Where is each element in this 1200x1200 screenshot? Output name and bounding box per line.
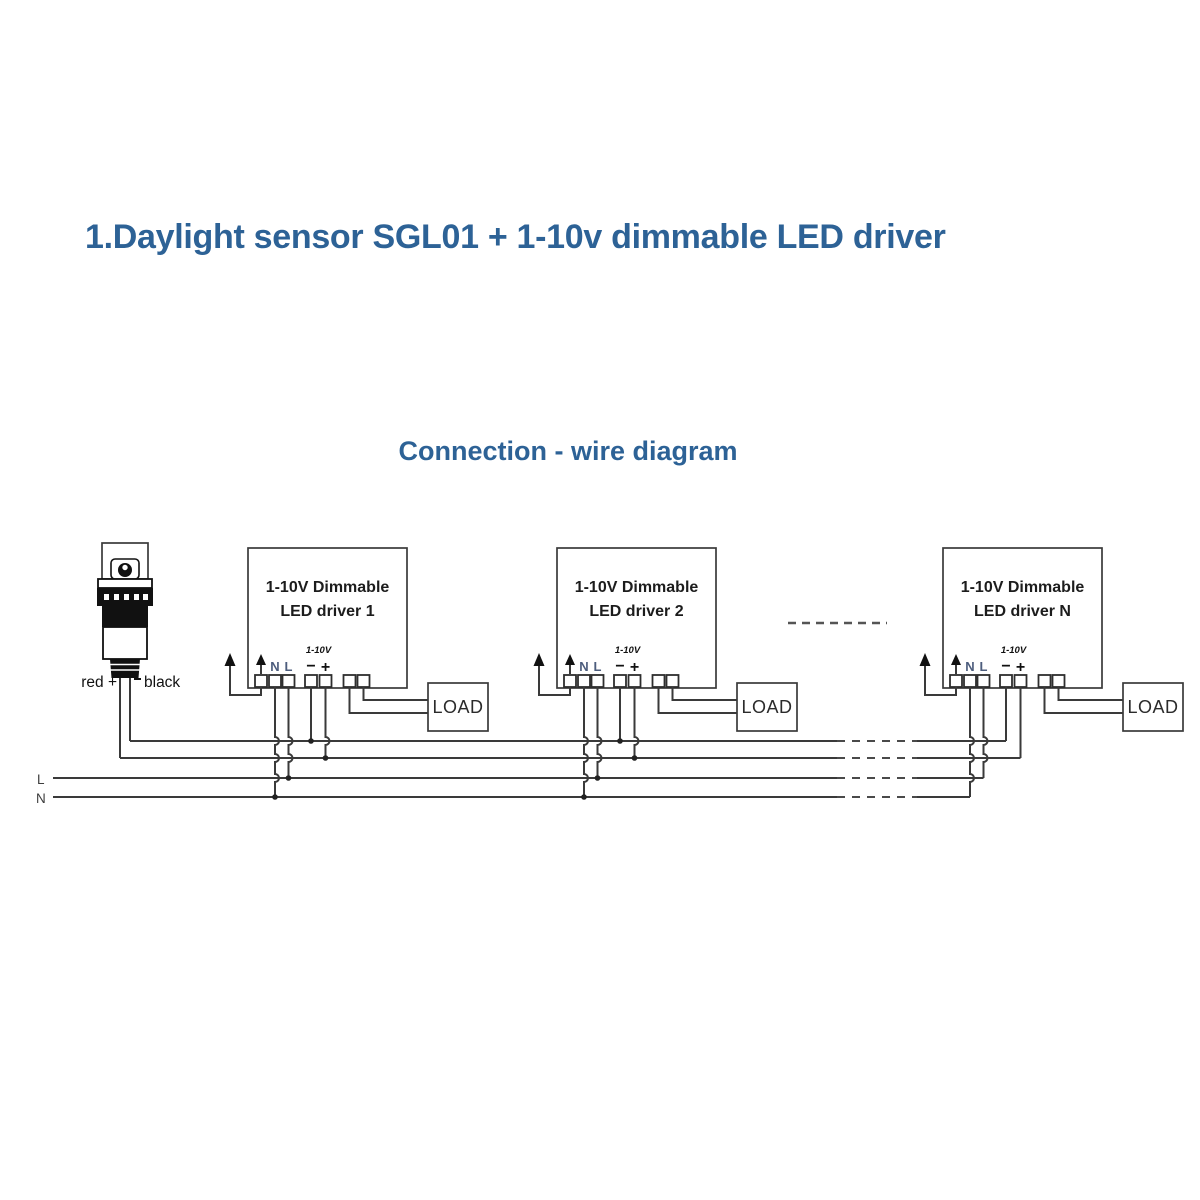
mains-input-wire <box>538 663 571 696</box>
mains-input-wire <box>229 663 262 696</box>
driver-name-line1: 1-10V Dimmable <box>266 579 390 596</box>
driver-name-line2: LED driver 1 <box>280 603 374 620</box>
terminal-l-label: L <box>594 659 602 674</box>
terminal-minus-label: − <box>615 658 624 675</box>
terminal-row <box>254 674 371 688</box>
load-label: LOAD <box>432 697 483 717</box>
input-arrow-icon <box>256 654 266 665</box>
input-arrow-icon <box>565 654 575 665</box>
terminal-n-label: N <box>270 659 279 674</box>
driver-box <box>247 547 408 689</box>
mains-arrow-icon <box>533 653 545 666</box>
junction-dots <box>581 738 638 800</box>
driver-box <box>556 547 717 689</box>
terminal-dim-label: 1-10V <box>1001 645 1027 656</box>
terminal-n-label: N <box>965 659 974 674</box>
led-driver-1: 1-10V Dimmable LED driver 1 N L 1-10V − … <box>224 547 489 800</box>
sensor-body <box>102 626 148 660</box>
terminal-n-label: N <box>579 659 588 674</box>
line-bus-label: L <box>37 772 45 787</box>
terminal-l-label: L <box>980 659 988 674</box>
sensor-black-label: black <box>144 674 180 691</box>
load-box <box>1122 682 1184 732</box>
terminal-wires <box>583 687 737 797</box>
sensor-flange <box>97 578 153 589</box>
mains-arrow-icon <box>224 653 236 666</box>
neutral-bus-label: N <box>36 791 46 806</box>
diagram-subtitle: Connection - wire diagram <box>398 436 738 466</box>
driver-name-line1: 1-10V Dimmable <box>961 579 1085 596</box>
driver-name-line2: LED driver 2 <box>589 603 683 620</box>
bus-lines: L N <box>36 740 1021 806</box>
terminal-dim-label: 1-10V <box>306 645 332 656</box>
daylight-sensor: red + black <box>81 542 180 758</box>
terminal-minus-label: − <box>1001 658 1010 675</box>
load-box <box>736 682 798 732</box>
page-title: 1.Daylight sensor SGL01 + 1-10v dimmable… <box>85 218 946 256</box>
terminal-plus-label: + <box>321 659 330 676</box>
load-box <box>427 682 489 732</box>
mains-arrow-icon <box>919 653 931 666</box>
terminal-minus-label: − <box>306 658 315 675</box>
load-label: LOAD <box>1127 697 1178 717</box>
sensor-threaded-tip <box>110 659 140 678</box>
driver-box <box>942 547 1103 689</box>
terminal-row <box>949 674 1066 688</box>
terminal-l-label: L <box>285 659 293 674</box>
mains-input-wire <box>924 663 957 696</box>
terminal-row <box>563 674 680 688</box>
junction-dots <box>272 738 329 800</box>
input-arrow-icon <box>951 654 961 665</box>
terminal-plus-label: + <box>630 659 639 676</box>
load-label: LOAD <box>741 697 792 717</box>
led-driver-n: 1-10V Dimmable LED driver N N L 1-10V − … <box>919 547 1184 797</box>
driver-name-line2: LED driver N <box>974 603 1071 620</box>
terminal-wires <box>969 687 1123 797</box>
terminal-wires <box>274 687 428 797</box>
terminal-plus-label: + <box>1016 659 1025 676</box>
led-driver-2: 1-10V Dimmable LED driver 2 N L 1-10V − … <box>533 547 798 800</box>
terminal-dim-label: 1-10V <box>615 645 641 656</box>
sensor-body-band <box>102 606 148 627</box>
driver-name-line1: 1-10V Dimmable <box>575 579 699 596</box>
sensor-red-label: red + <box>81 674 117 691</box>
